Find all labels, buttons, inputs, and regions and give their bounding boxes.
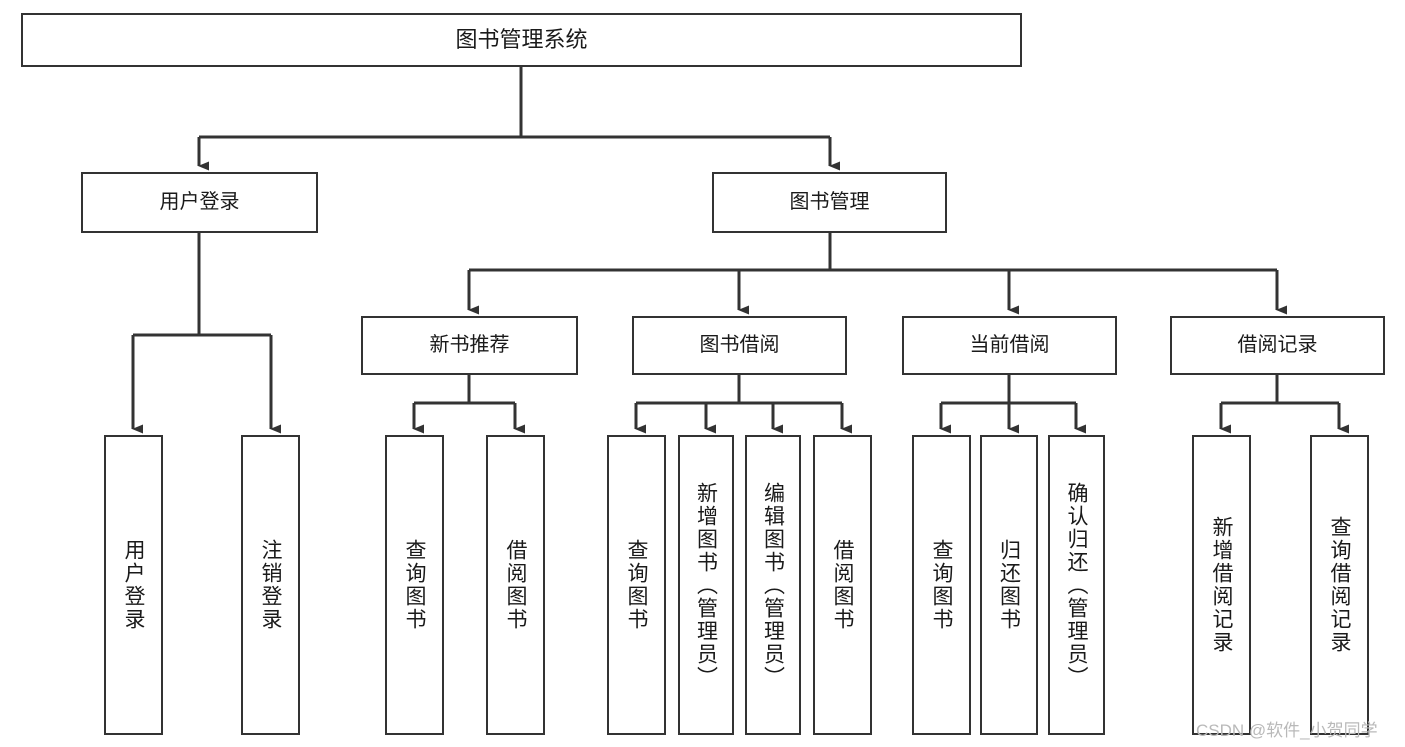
node-leaf-query-book-1[interactable]: 查询图书	[385, 435, 444, 735]
node-leaf-add-book[interactable]: 新增图书（管理员）	[678, 435, 734, 735]
node-leaf-query-book-2[interactable]: 查询图书	[607, 435, 666, 735]
node-new-book-recommend[interactable]: 新书推荐	[361, 316, 578, 375]
node-leaf-add-book-label: 新增图书（管理员）	[694, 481, 718, 689]
node-book-manage-label: 图书管理	[789, 190, 870, 213]
node-leaf-query-book-1-label: 查询图书	[403, 539, 426, 631]
node-leaf-borrow-book-2[interactable]: 借阅图书	[813, 435, 872, 735]
node-leaf-user-login-label: 用户登录	[122, 539, 145, 631]
node-leaf-query-book-3[interactable]: 查询图书	[912, 435, 971, 735]
node-leaf-confirm-return-label: 确认归还（管理员）	[1065, 481, 1088, 689]
node-leaf-query-book-3-label: 查询图书	[930, 539, 953, 631]
node-borrow-record[interactable]: 借阅记录	[1170, 316, 1385, 375]
node-book-borrow-label: 图书借阅	[699, 333, 780, 356]
node-leaf-return-book-label: 归还图书	[997, 539, 1021, 631]
node-leaf-return-book[interactable]: 归还图书	[980, 435, 1038, 735]
node-user-login[interactable]: 用户登录	[81, 172, 318, 233]
node-leaf-edit-book-label: 编辑图书（管理员）	[761, 481, 785, 689]
node-leaf-add-record-label: 新增借阅记录	[1210, 516, 1233, 654]
node-current-borrow-label: 当前借阅	[969, 333, 1050, 356]
node-leaf-query-book-2-label: 查询图书	[625, 539, 648, 631]
node-root[interactable]: 图书管理系统	[21, 13, 1022, 67]
node-leaf-user-logout[interactable]: 注销登录	[241, 435, 300, 735]
node-root-label: 图书管理系统	[455, 27, 588, 53]
csdn-watermark: CSDN @软件_小贺同学	[1196, 721, 1378, 740]
node-leaf-edit-book[interactable]: 编辑图书（管理员）	[745, 435, 801, 735]
node-leaf-query-record-label: 查询借阅记录	[1328, 516, 1351, 654]
node-book-borrow[interactable]: 图书借阅	[632, 316, 847, 375]
node-borrow-record-label: 借阅记录	[1237, 333, 1318, 356]
node-leaf-borrow-book-1-label: 借阅图书	[504, 539, 527, 631]
node-book-manage[interactable]: 图书管理	[712, 172, 947, 233]
node-leaf-add-record[interactable]: 新增借阅记录	[1192, 435, 1251, 735]
node-leaf-confirm-return[interactable]: 确认归还（管理员）	[1048, 435, 1105, 735]
node-user-login-label: 用户登录	[159, 190, 240, 213]
node-leaf-user-logout-label: 注销登录	[259, 539, 282, 631]
node-leaf-borrow-book-1[interactable]: 借阅图书	[486, 435, 545, 735]
node-new-book-recommend-label: 新书推荐	[429, 333, 510, 356]
node-leaf-borrow-book-2-label: 借阅图书	[831, 539, 854, 631]
node-leaf-user-login[interactable]: 用户登录	[104, 435, 163, 735]
node-leaf-query-record[interactable]: 查询借阅记录	[1310, 435, 1369, 735]
node-current-borrow[interactable]: 当前借阅	[902, 316, 1117, 375]
